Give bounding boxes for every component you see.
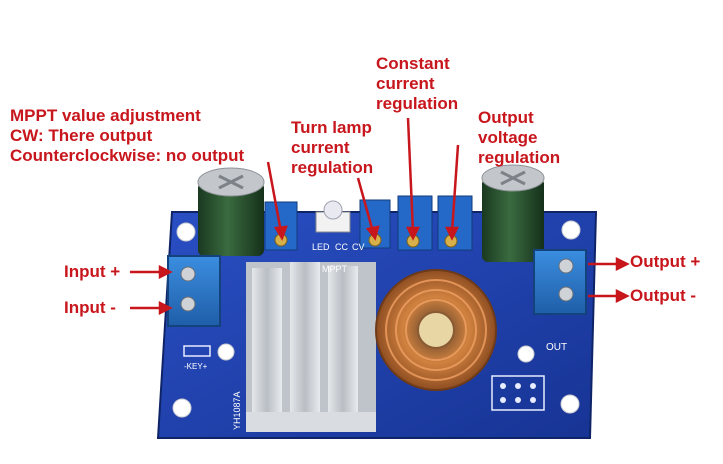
label-mppt: MPPT value adjustment CW: There output C… — [10, 106, 244, 166]
output-terminal — [533, 249, 587, 315]
label-constant-line-3: regulation — [376, 94, 459, 113]
silk-mppt: MPPT — [322, 264, 348, 274]
callout-arrows — [130, 117, 630, 316]
label-lamp: Turn lamp current regulation — [291, 118, 373, 178]
label-lamp-line-3: regulation — [291, 158, 374, 177]
label-input-minus: Input - — [64, 298, 116, 317]
label-input-plus: Input + — [64, 262, 121, 281]
label-constant-current: Constant current regulation — [376, 54, 458, 114]
silk-cc: CC — [335, 242, 348, 252]
trimmer-constant-current — [397, 195, 433, 251]
key-pads — [183, 345, 211, 357]
silk-out: OUT — [546, 342, 567, 353]
label-output-voltage-line-1: Output — [478, 108, 534, 127]
arrow-constant — [406, 117, 415, 233]
label-lamp-line-2: current — [291, 138, 350, 157]
label-constant-line-1: Constant — [376, 54, 450, 73]
trimmer-lamp — [359, 199, 391, 249]
label-output-voltage-line-3: regulation — [478, 148, 561, 167]
label-lamp-line-1: Turn lamp — [291, 118, 372, 137]
silk-led: LED — [312, 242, 330, 252]
label-mppt-line-2: CW: There output — [10, 126, 153, 145]
label-output-voltage: Output voltage regulation — [478, 108, 560, 168]
heatsink — [246, 262, 376, 432]
label-output-voltage-line-2: voltage — [478, 128, 538, 147]
label-constant-line-2: current — [376, 74, 435, 93]
label-mppt-line-1: MPPT value adjustment — [10, 106, 201, 125]
input-terminal — [167, 255, 221, 327]
silk-cv: CV — [352, 242, 365, 252]
arrow-mppt — [266, 161, 283, 233]
label-output-plus: Output + — [630, 252, 701, 271]
capacitor-left — [197, 167, 265, 256]
arrow-output-voltage — [450, 144, 460, 233]
out-header — [491, 375, 545, 411]
indicator-led — [315, 200, 351, 233]
silk-model: YH1087A — [232, 391, 242, 430]
arrow-lamp — [356, 177, 375, 233]
label-mppt-line-3: Counterclockwise: no output — [10, 146, 245, 165]
toroid-inductor — [375, 269, 497, 391]
capacitor-right — [481, 164, 545, 262]
label-output-minus: Output - — [630, 286, 697, 305]
silk-key: -KEY+ — [184, 362, 208, 371]
